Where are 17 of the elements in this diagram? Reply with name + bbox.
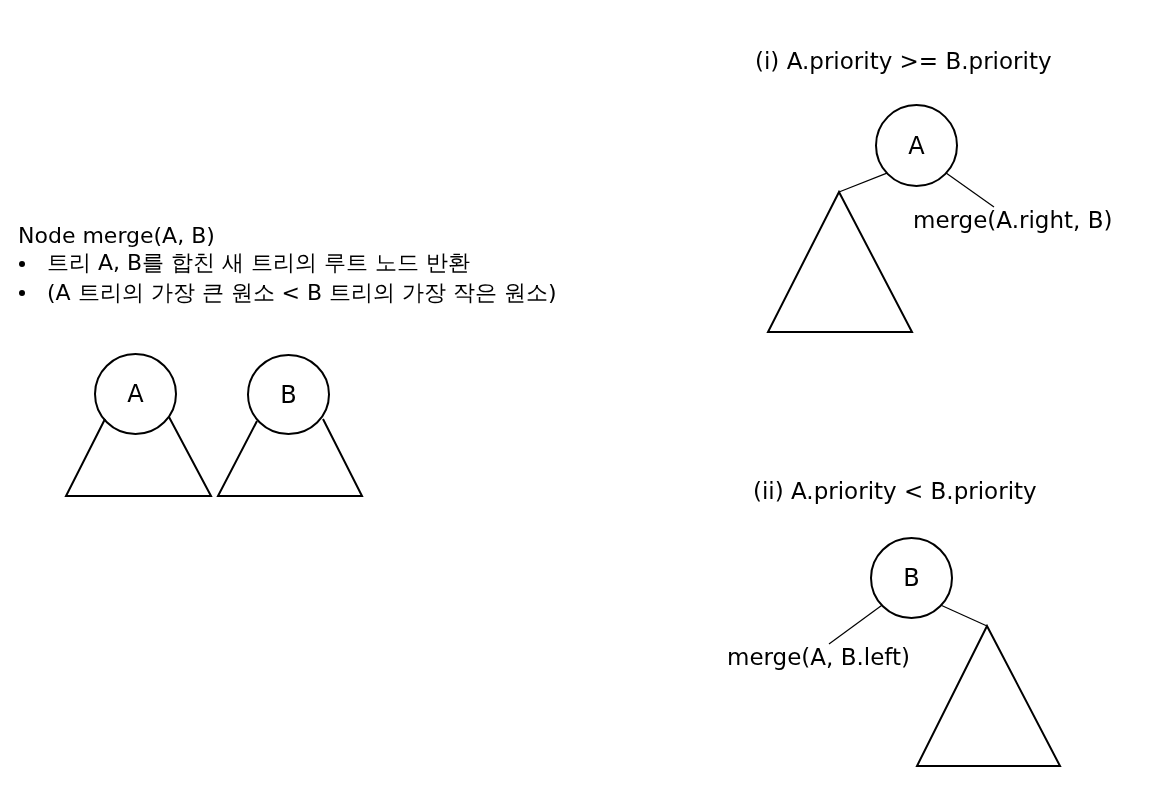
tree-node: B [870,537,953,619]
tree-edge [828,604,883,645]
subtree-triangle [916,625,1061,767]
bullet-text: 트리 A, B를 합친 새 트리의 루트 노드 반환 [47,250,471,276]
case-heading: (i) A.priority >= B.priority [755,48,1052,75]
subtree-triangle [767,191,913,333]
tree-node: B [247,354,330,435]
bullet-text: (A 트리의 가장 큰 원소 < B 트리의 가장 작은 원소) [47,280,557,306]
child-call-label: merge(A.right, B) [913,207,1113,234]
child-call-label: merge(A, B.left) [727,644,910,671]
tree-edge [838,172,888,193]
tree-edge [945,172,995,208]
tree-edge [940,604,988,627]
signature-text: Node merge(A, B) [18,223,215,249]
case-heading: (ii) A.priority < B.priority [753,478,1037,505]
tree-node: A [875,104,958,187]
tree-node: A [94,353,177,435]
